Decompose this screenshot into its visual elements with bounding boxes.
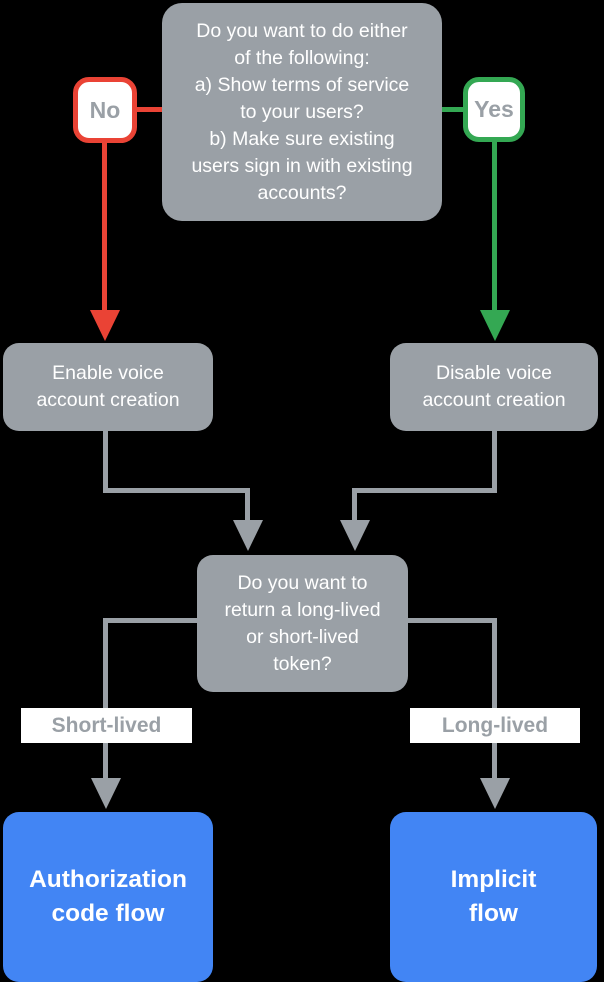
connector-disable-drop xyxy=(352,488,357,521)
connector-disable-down xyxy=(492,431,497,493)
label-short-lived: Short-lived xyxy=(21,708,192,743)
connector-enable-horizontal xyxy=(103,488,250,493)
node-question-token-lifetime: Do you want to return a long-lived or sh… xyxy=(197,555,408,692)
arrow-down-long-lived-icon xyxy=(480,778,510,809)
node-question-terms-of-service: Do you want to do either of the followin… xyxy=(162,3,442,221)
arrow-down-green-icon xyxy=(480,310,510,341)
badge-yes: Yes xyxy=(463,77,525,142)
connector-enable-down xyxy=(103,431,108,493)
connector-short-lived-horizontal xyxy=(104,618,197,623)
badge-no: No xyxy=(73,77,137,143)
arrow-down-red-icon xyxy=(90,310,120,341)
connector-no-horizontal xyxy=(137,107,162,112)
node-disable-voice-account-creation: Disable voice account creation xyxy=(390,343,598,431)
label-long-lived: Long-lived xyxy=(410,708,580,743)
connector-long-lived-horizontal xyxy=(408,618,495,623)
connector-long-lived-vertical xyxy=(492,618,497,780)
arrow-down-gray-left-icon xyxy=(233,520,263,551)
connector-yes-horizontal xyxy=(442,107,463,112)
arrow-down-gray-right-icon xyxy=(340,520,370,551)
arrow-down-short-lived-icon xyxy=(91,778,121,809)
connector-short-lived-vertical xyxy=(103,618,108,780)
node-implicit-flow: Implicit flow xyxy=(390,812,597,982)
node-authorization-code-flow: Authorization code flow xyxy=(3,812,213,982)
connector-disable-horizontal xyxy=(352,488,497,493)
connector-yes-vertical xyxy=(492,140,497,312)
connector-enable-drop xyxy=(245,488,250,521)
node-enable-voice-account-creation: Enable voice account creation xyxy=(3,343,213,431)
connector-no-vertical xyxy=(102,140,107,312)
